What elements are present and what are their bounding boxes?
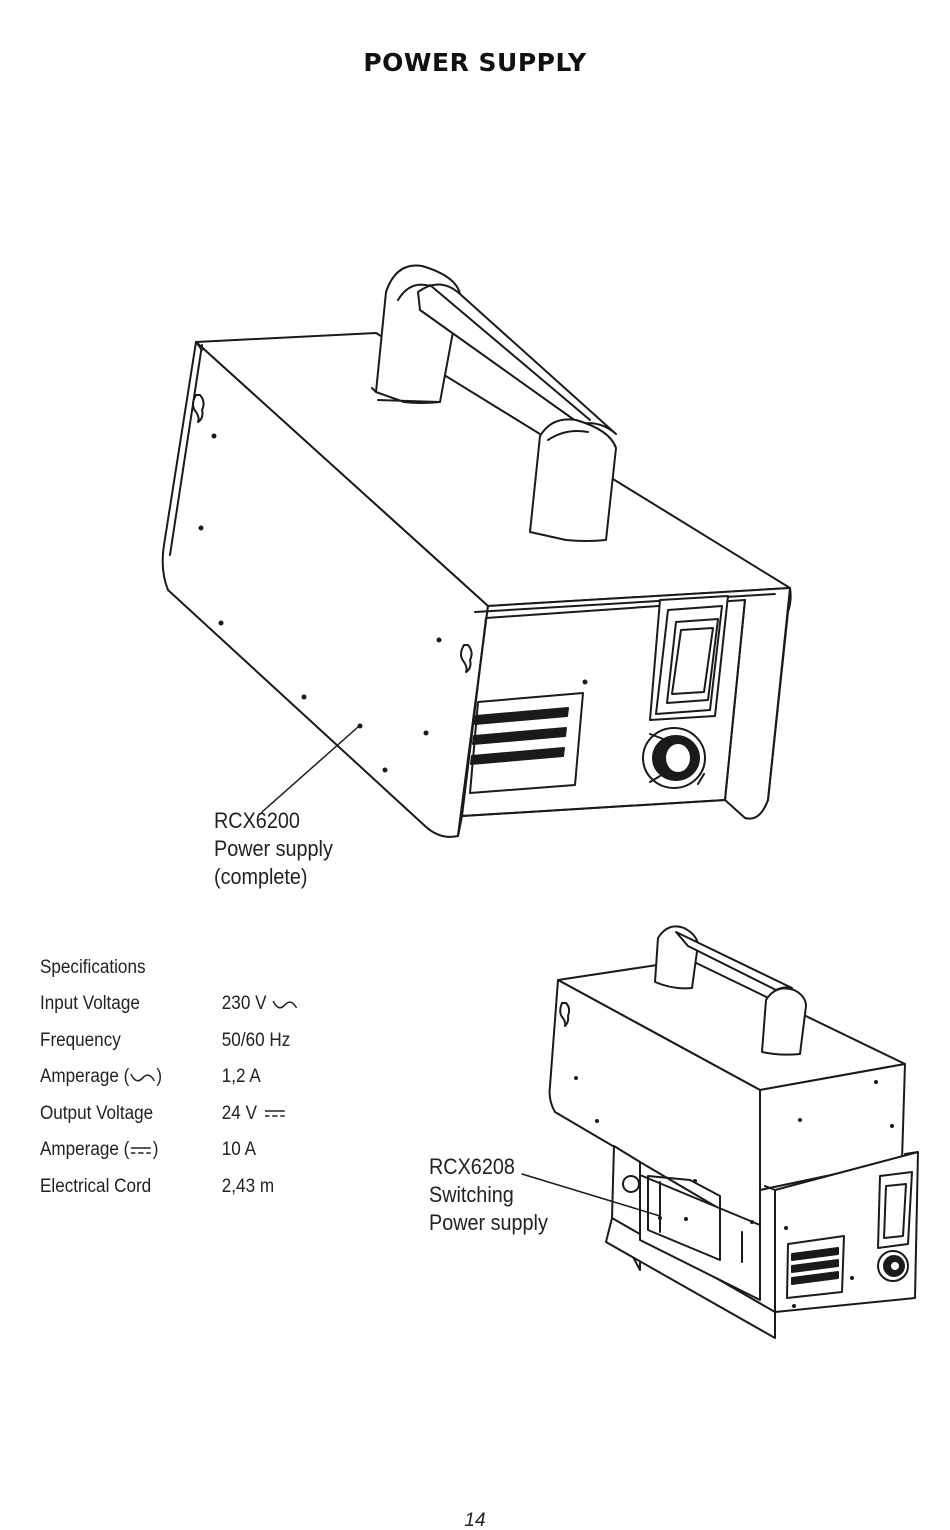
spec-value-text: 24 V (221, 1102, 257, 1124)
spec-row-frequency: Frequency 50/60 Hz (40, 1028, 290, 1065)
spec-row-output-voltage: Output Voltage 24 V (40, 1101, 286, 1138)
spec-label: Output Voltage (40, 1102, 154, 1124)
dc-symbol-icon (131, 1147, 151, 1154)
spec-label: Amperage () (40, 1137, 158, 1163)
spec-label: Amperage () (40, 1064, 162, 1090)
specifications-heading: Specifications (40, 957, 146, 978)
spec-row-amperage-dc: Amperage () 10 A (40, 1137, 256, 1174)
spec-row-amperage-ac: Amperage () 1,2 A (40, 1064, 261, 1101)
dc-symbol-icon (265, 1110, 286, 1118)
spec-value: 24 V (222, 1101, 286, 1127)
spec-label-prefix: Amperage ( (40, 1066, 130, 1087)
spec-row-input-voltage: Input Voltage 230 V (40, 991, 298, 1028)
spec-value: 2,43 m (221, 1175, 275, 1197)
spec-label-prefix: Amperage ( (40, 1139, 130, 1160)
spec-value: 1,2 A (221, 1066, 261, 1087)
power-supply-complete-drawing (161, 264, 792, 838)
page-title: POWER SUPPLY (363, 48, 587, 77)
spec-label: Frequency (40, 1029, 121, 1051)
callout-rcx6208: RCX6208 Switching Power supply (429, 1153, 548, 1237)
callout-rcx6200: RCX6200 Power supply (complete) (214, 807, 333, 891)
spec-label: Electrical Cord (40, 1175, 152, 1197)
callout-rcx6208-line-3: Power supply (429, 1210, 548, 1235)
spec-value: 230 V (222, 991, 298, 1017)
specifications-table: Specifications Input Voltage 230 V Frequ… (40, 955, 298, 1211)
callout-rcx6200-line-1: RCX6200 (214, 808, 300, 833)
callout-rcx6200-line-3: (complete) (214, 864, 308, 889)
spec-value: 10 A (221, 1139, 257, 1160)
spec-value-text: 230 V (221, 993, 267, 1014)
callout-rcx6208-line-1: RCX6208 (429, 1154, 515, 1179)
spec-label-suffix: ) (156, 1066, 163, 1087)
callout-rcx6208-line-2: Switching (429, 1182, 514, 1207)
ac-wave-icon (272, 1000, 298, 1009)
ac-wave-icon (130, 1073, 156, 1082)
spec-label-suffix: ) (152, 1139, 159, 1160)
spec-row-electrical-cord: Electrical Cord 2,43 m (40, 1174, 274, 1211)
page-number: 14 (464, 1510, 486, 1530)
spec-value: 50/60 Hz (221, 1029, 291, 1051)
spec-label: Input Voltage (40, 993, 140, 1014)
callout-rcx6200-line-2: Power supply (214, 836, 333, 861)
switching-power-supply-drawing (521, 925, 919, 1339)
